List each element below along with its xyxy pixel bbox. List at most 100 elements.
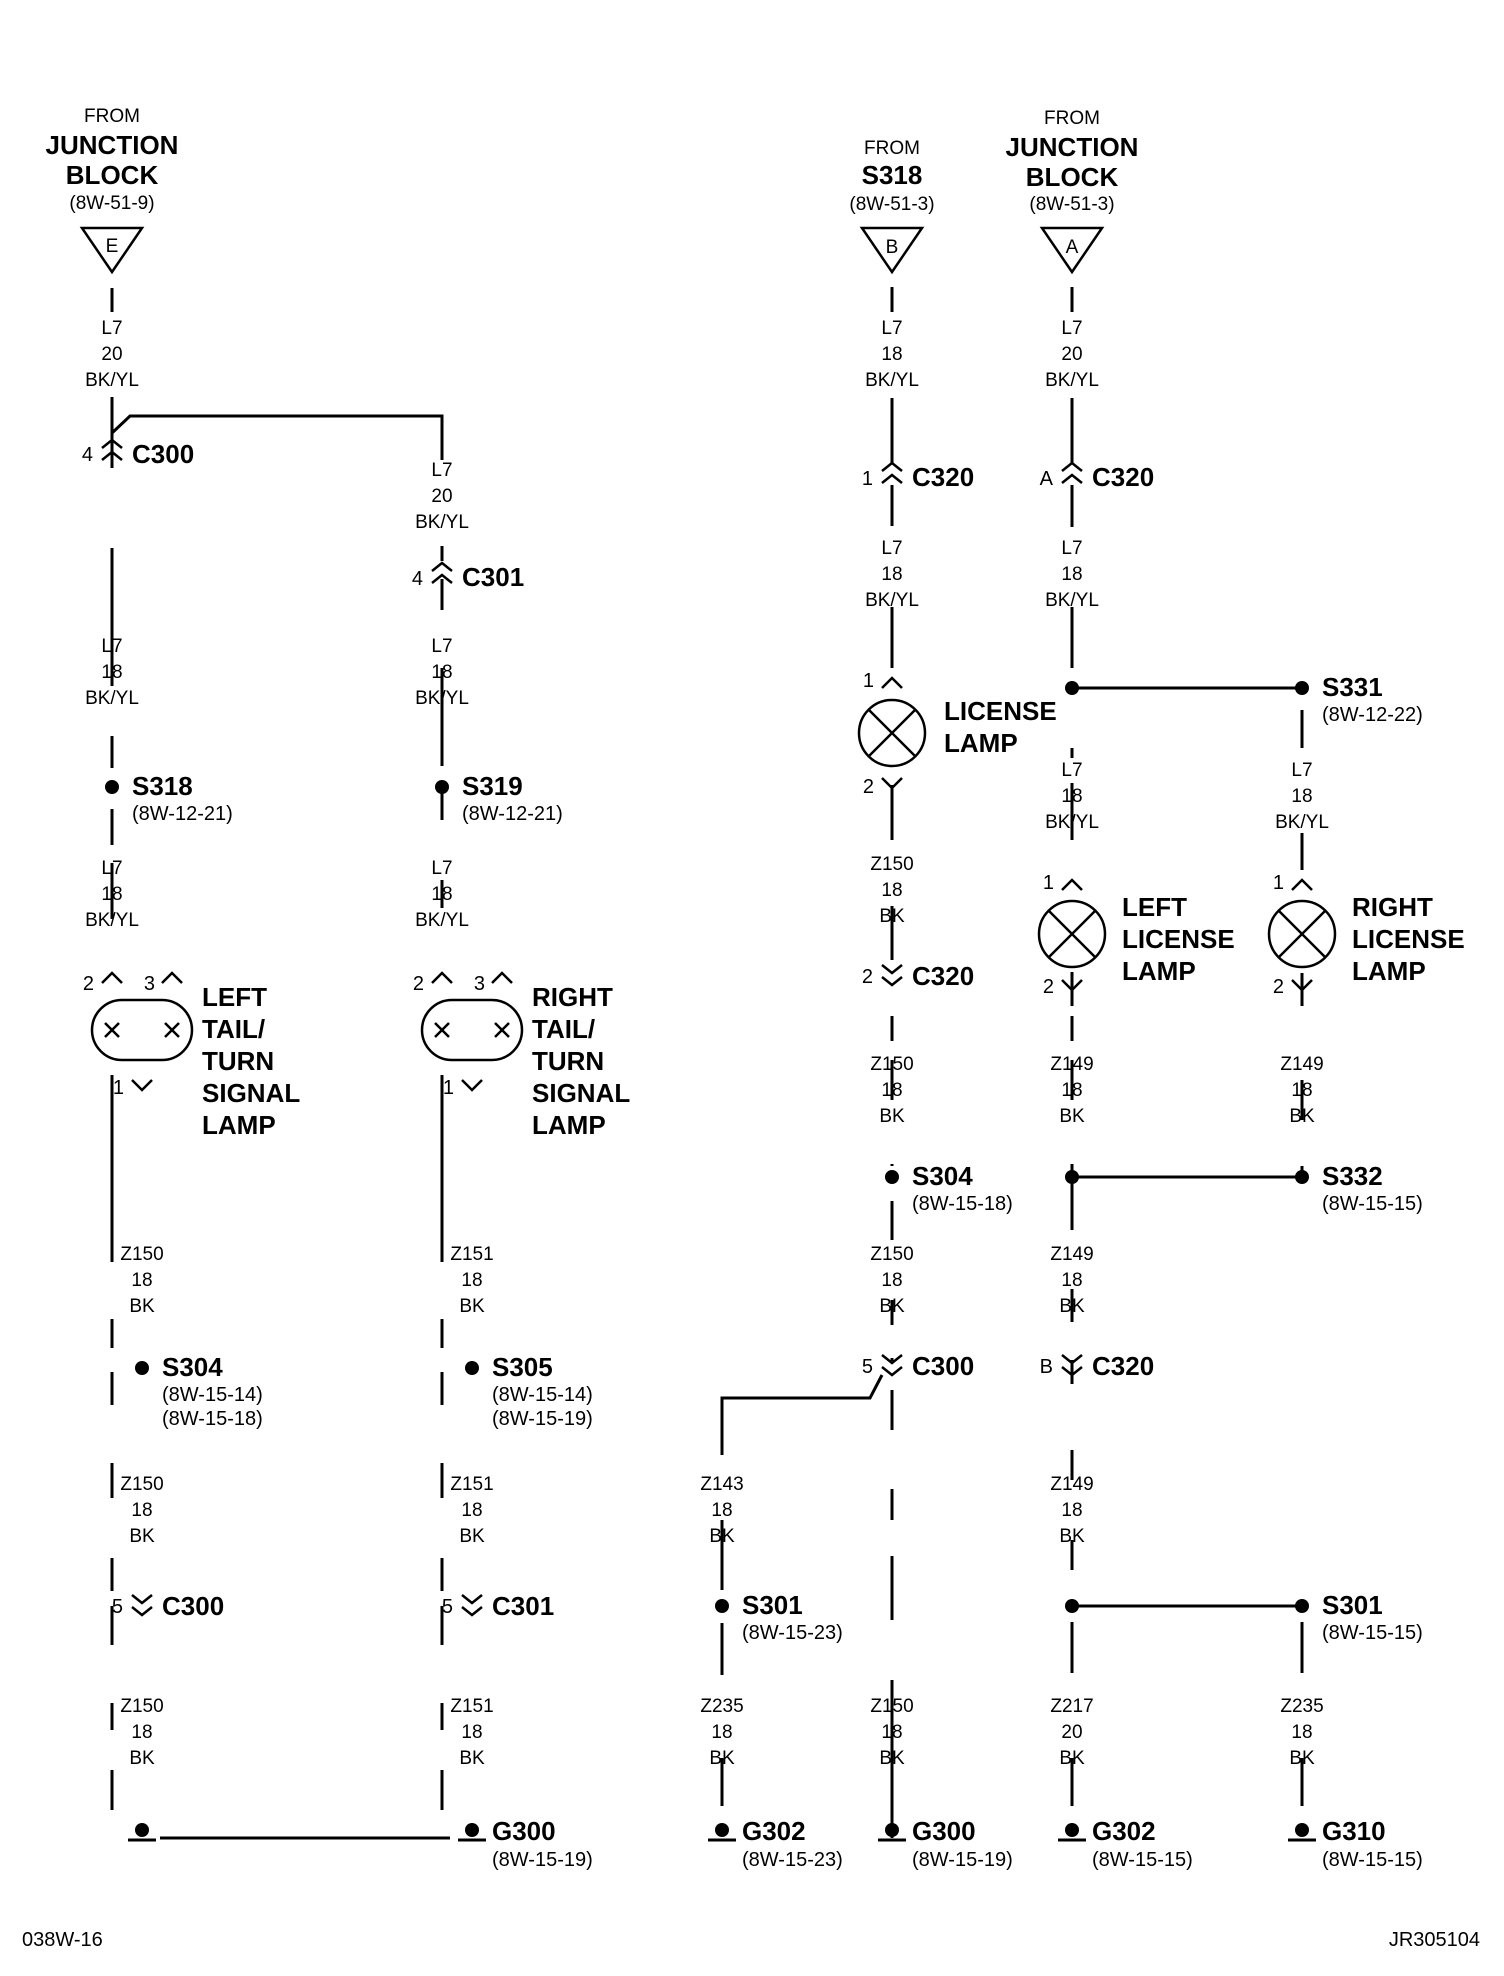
svg-text:18: 18 (1061, 786, 1082, 807)
svg-text:18: 18 (881, 1722, 902, 1743)
svg-text:SIGNAL: SIGNAL (202, 1078, 300, 1108)
connector-c300: 5 C300 (862, 1351, 974, 1381)
svg-text:BK: BK (129, 1748, 155, 1769)
svg-text:Z149: Z149 (1050, 1244, 1093, 1265)
svg-text:(8W-12-21): (8W-12-21) (132, 803, 233, 825)
svg-text:BK/YL: BK/YL (85, 370, 139, 391)
svg-text:Z150: Z150 (870, 1244, 913, 1265)
svg-text:G300: G300 (492, 1816, 556, 1846)
svg-text:(8W-12-21): (8W-12-21) (462, 803, 563, 825)
svg-text:2: 2 (1273, 976, 1284, 998)
connector-chevron-icon (881, 461, 903, 484)
ground-icon (1295, 1823, 1309, 1837)
ground-icon (715, 1823, 729, 1837)
svg-text:18: 18 (131, 1500, 152, 1521)
svg-text:Z151: Z151 (450, 1696, 493, 1717)
ground-g310: G310 (8W-15-15) (1288, 1816, 1423, 1871)
bulb-icon (1267, 899, 1337, 969)
splice-s304: S304 (8W-15-14) (8W-15-18) (135, 1352, 263, 1430)
svg-text:C301: C301 (492, 1591, 554, 1621)
svg-text:1: 1 (862, 468, 873, 490)
svg-text:S301: S301 (742, 1590, 803, 1620)
svg-text:L7: L7 (101, 636, 122, 657)
svg-text:SIGNAL: SIGNAL (532, 1078, 630, 1108)
svg-text:18: 18 (881, 1080, 902, 1101)
svg-text:Z143: Z143 (700, 1474, 743, 1495)
svg-text:BK/YL: BK/YL (415, 910, 469, 931)
svg-text:(8W-12-22): (8W-12-22) (1322, 704, 1423, 726)
splice-dot-icon (105, 780, 119, 794)
dual-filament-bulb-icon (420, 998, 524, 1062)
left-license-lamp: 1 2 LEFT LICENSE LAMP (1037, 872, 1235, 998)
svg-text:(8W-15-14): (8W-15-14) (162, 1384, 263, 1406)
svg-text:BLOCK: BLOCK (66, 160, 159, 190)
svg-text:C320: C320 (1092, 462, 1154, 492)
svg-text:BK/YL: BK/YL (1045, 590, 1099, 611)
connectors: 4 C300 4 C301 5 C300 5 C301 1 C320 (82, 438, 1154, 1621)
svg-text:3: 3 (144, 973, 155, 995)
svg-text:20: 20 (431, 486, 452, 507)
svg-text:Z235: Z235 (700, 1696, 743, 1717)
svg-text:2: 2 (862, 966, 873, 988)
svg-text:G302: G302 (1092, 1816, 1156, 1846)
bulb-icon (857, 698, 927, 768)
svg-text:C301: C301 (462, 562, 524, 592)
svg-text:L7: L7 (1061, 760, 1082, 781)
ground-g300: G300 (8W-15-19) (458, 1816, 593, 1871)
svg-text:Z151: Z151 (450, 1474, 493, 1495)
ground-icon (465, 1823, 479, 1837)
connector-chevron-icon (101, 438, 123, 461)
svg-text:L7: L7 (101, 858, 122, 879)
svg-text:BK: BK (1059, 1748, 1085, 1769)
svg-text:18: 18 (1061, 1080, 1082, 1101)
svg-text:S319: S319 (462, 771, 523, 801)
svg-text:B: B (1040, 1356, 1053, 1378)
svg-text:(8W-15-15): (8W-15-15) (1322, 1193, 1423, 1215)
svg-text:18: 18 (131, 1722, 152, 1743)
connector-chevron-icon (881, 1354, 903, 1377)
svg-text:A: A (1040, 468, 1054, 490)
source-junction-block-e: FROM JUNCTION BLOCK (8W-51-9) E (46, 106, 178, 275)
svg-text:S301: S301 (1322, 1590, 1383, 1620)
svg-text:BK: BK (459, 1526, 485, 1547)
svg-text:C320: C320 (912, 961, 974, 991)
svg-text:18: 18 (461, 1270, 482, 1291)
svg-text:Z151: Z151 (450, 1244, 493, 1265)
svg-text:Z150: Z150 (870, 854, 913, 875)
svg-text:18: 18 (881, 564, 902, 585)
svg-text:(8W-15-18): (8W-15-18) (162, 1408, 263, 1430)
svg-text:S318: S318 (862, 160, 923, 190)
svg-text:2: 2 (863, 776, 874, 798)
splice-s301: S301 (8W-15-15) (1065, 1590, 1423, 1644)
source-triangle-icon (859, 226, 925, 275)
svg-text:Z149: Z149 (1050, 1474, 1093, 1495)
svg-text:BK/YL: BK/YL (1045, 370, 1099, 391)
source-triangle-icon (1039, 226, 1105, 275)
left-tail-turn-signal-lamp: 2 3 1 LEFT TAIL/ TURN SIGNAL LAMP (83, 971, 300, 1140)
svg-text:(8W-15-23): (8W-15-23) (742, 1849, 843, 1871)
svg-text:4: 4 (82, 444, 93, 466)
svg-text:BK: BK (129, 1296, 155, 1317)
svg-text:4: 4 (412, 568, 423, 590)
svg-text:(8W-51-3): (8W-51-3) (849, 194, 934, 215)
svg-text:BK: BK (879, 1296, 905, 1317)
svg-text:18: 18 (431, 662, 452, 683)
svg-text:LAMP: LAMP (1352, 956, 1426, 986)
svg-text:18: 18 (1061, 564, 1082, 585)
svg-text:(8W-15-23): (8W-15-23) (742, 1622, 843, 1644)
splice-dot-icon (1295, 681, 1309, 695)
